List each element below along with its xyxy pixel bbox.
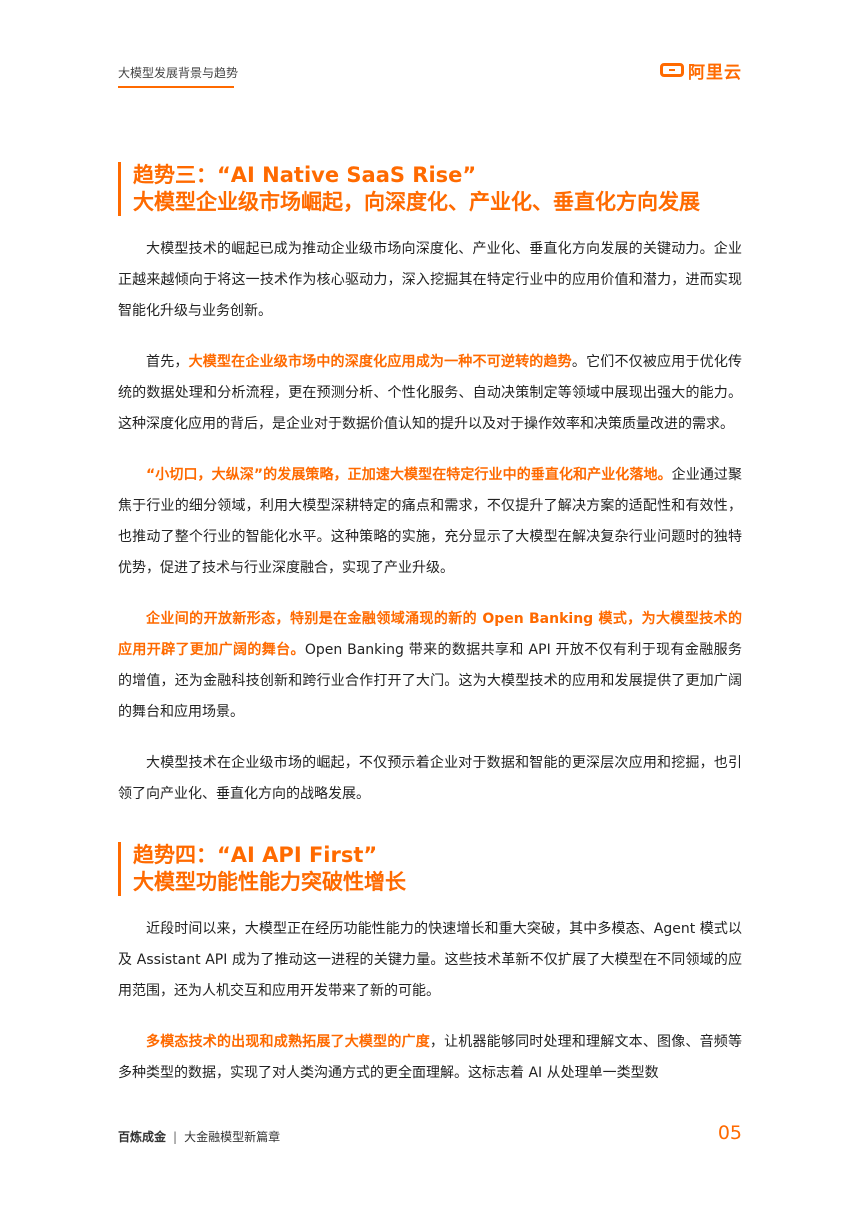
- page-header: 大模型发展背景与趋势 阿里云: [118, 62, 742, 92]
- section3-p2-post: 。它们不仅被应用于优化传统的数据处理和分析流程，更在预测分析、个性化服务、自动决…: [118, 354, 743, 432]
- main-content: 趋势三：“AI Native SaaS Rise” 大模型企业级市场崛起，向深度…: [118, 162, 742, 1109]
- page-number: 05: [717, 1122, 742, 1144]
- section3-paragraph-1: 大模型技术的崛起已成为推动企业级市场向深度化、产业化、垂直化方向发展的关键动力。…: [118, 234, 742, 327]
- header-rule: [118, 86, 234, 88]
- section3-paragraph-2: 首先，大模型在企业级市场中的深度化应用成为一种不可逆转的趋势。它们不仅被应用于优…: [118, 347, 742, 440]
- section4-title-line2: 大模型功能性能力突破性增长: [133, 870, 406, 894]
- section3-p5-text: 大模型技术在企业级市场的崛起，不仅预示着企业对于数据和智能的更深层次应用和挖掘，…: [118, 755, 742, 802]
- section3-p3-post: 企业通过聚焦于行业的细分领域，利用大模型深耕特定的痛点和需求，不仅提升了解决方案…: [118, 467, 742, 576]
- section3-title-line2: 大模型企业级市场崛起，向深度化、产业化、垂直化方向发展: [133, 190, 700, 214]
- section3-paragraph-5: 大模型技术在企业级市场的崛起，不仅预示着企业对于数据和智能的更深层次应用和挖掘，…: [118, 748, 742, 810]
- section3-paragraph-3: “小切口，大纵深”的发展策略，正加速大模型在特定行业中的垂直化和产业化落地。企业…: [118, 460, 742, 584]
- section3-p4-post: Open Banking 带来的数据共享和 API 开放不仅有利于现有金融服务的…: [118, 642, 743, 720]
- section4-p2-highlight: 多模态技术的出现和成熟拓展了大模型的广度: [146, 1034, 430, 1050]
- section4-heading: 趋势四：“AI API First” 大模型功能性能力突破性增长: [118, 842, 742, 896]
- section3-p3-highlight: “小切口，大纵深”的发展策略，正加速大模型在特定行业中的垂直化和产业化落地。: [146, 467, 672, 483]
- aliyun-logo: 阿里云: [660, 58, 742, 83]
- section4-paragraph-1: 近段时间以来，大模型正在经历功能性能力的快速增长和重大突破，其中多模态、Agen…: [118, 914, 742, 1007]
- aliyun-logo-text: 阿里云: [688, 62, 742, 83]
- section3-p2-pre: 首先，: [146, 354, 189, 370]
- section4-paragraph-2: 多模态技术的出现和成熟拓展了大模型的广度，让机器能够同时处理和理解文本、图像、音…: [118, 1027, 742, 1089]
- footer-brand: 百炼成金: [118, 1130, 167, 1144]
- section3-heading: 趋势三：“AI Native SaaS Rise” 大模型企业级市场崛起，向深度…: [118, 162, 742, 216]
- section4-title-line1: 趋势四：“AI API First”: [133, 843, 378, 867]
- section4-p1-text: 近段时间以来，大模型正在经历功能性能力的快速增长和重大突破，其中多模态、Agen…: [118, 921, 742, 999]
- section3-title-line1: 趋势三：“AI Native SaaS Rise”: [133, 163, 477, 187]
- section3-p1-text: 大模型技术的崛起已成为推动企业级市场向深度化、产业化、垂直化方向发展的关键动力。…: [118, 241, 742, 319]
- section3-p2-highlight: 大模型在企业级市场中的深度化应用成为一种不可逆转的趋势: [188, 354, 572, 370]
- footer-separator: |: [173, 1130, 178, 1144]
- page-footer: 百炼成金 | 大金融模型新篇章 05: [118, 1122, 742, 1152]
- header-title: 大模型发展背景与趋势: [118, 66, 239, 80]
- footer-subtitle: 大金融模型新篇章: [184, 1130, 281, 1144]
- section4-p2-post: ，让机器能够同时处理和理解文本、图像、音频等多种类型的数据，实现了对人类沟通方式…: [118, 1034, 743, 1081]
- aliyun-logo-icon: [660, 63, 684, 77]
- section3-p4-highlight: 企业间的开放新形态，特别是在金融领域涌现的新的 Open Banking 模式，…: [118, 611, 742, 658]
- footer-caption: 百炼成金 | 大金融模型新篇章: [118, 1128, 280, 1145]
- section3-paragraph-4: 企业间的开放新形态，特别是在金融领域涌现的新的 Open Banking 模式，…: [118, 604, 742, 728]
